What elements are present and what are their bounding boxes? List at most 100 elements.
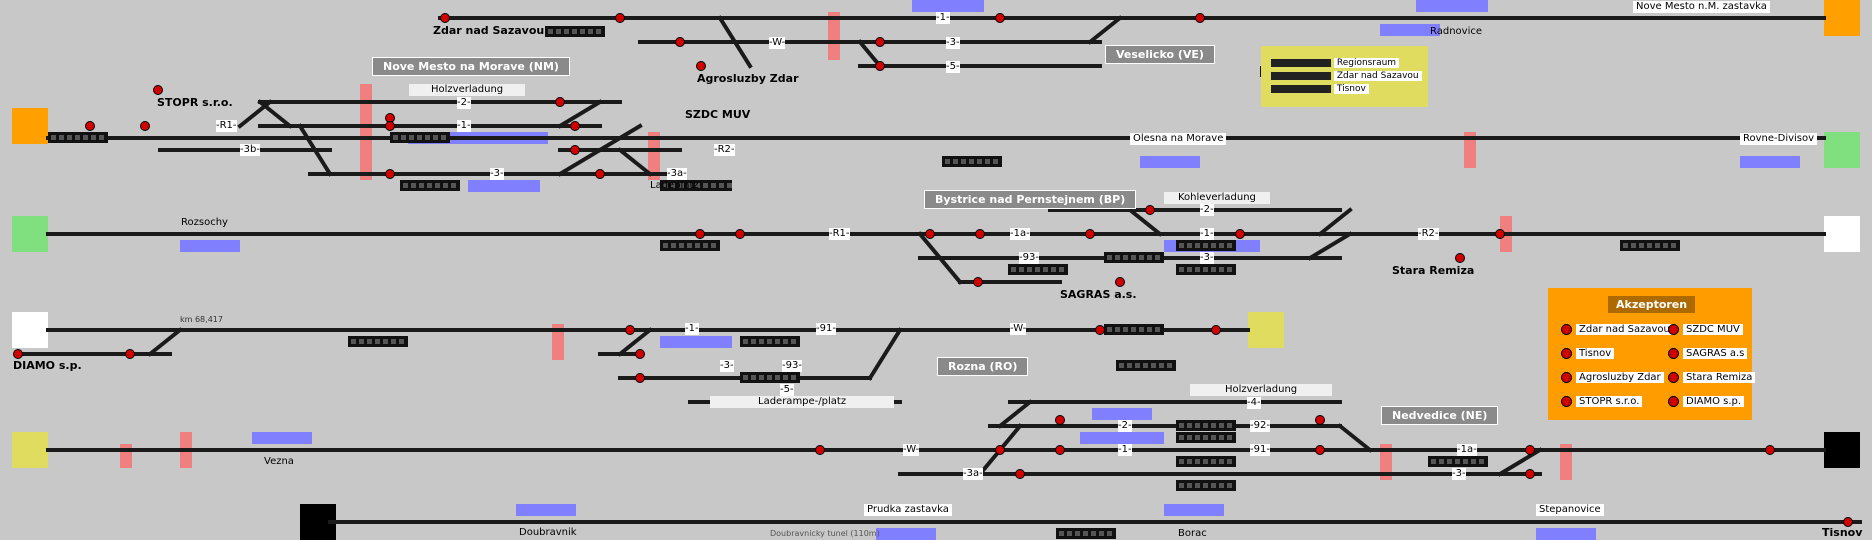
stop-borac: Borac [1178, 528, 1207, 539]
place-sagras[interactable]: SAGRAS a.s. [1060, 288, 1137, 301]
signal[interactable] [1525, 469, 1535, 479]
legend-row: Zdar nad Sazavou [1271, 71, 1422, 81]
signal[interactable] [440, 13, 450, 23]
signal[interactable] [595, 169, 605, 179]
signal[interactable] [555, 97, 565, 107]
signal[interactable] [1315, 415, 1325, 425]
train-number-digit [391, 339, 396, 344]
signal[interactable] [125, 349, 135, 359]
turnout [1497, 447, 1543, 477]
akzeptor-item[interactable]: Zdar nad Sazavou [1561, 324, 1673, 336]
track-label: -2- [1200, 204, 1214, 216]
signal[interactable] [570, 145, 580, 155]
signal[interactable] [675, 37, 685, 47]
train-number-digit [1219, 267, 1224, 272]
station-plate-nm[interactable]: Nove Mesto na Morave (NM) [372, 57, 570, 76]
turnout [917, 231, 963, 285]
track-label: -5- [946, 61, 960, 73]
akzeptoren-panel: Akzeptoren Zdar nad Sazavou Tisnov Agros… [1548, 288, 1756, 420]
exit-box [12, 432, 48, 468]
akzeptor-item[interactable]: DIAMO s.p. [1668, 396, 1745, 408]
exit-box [1824, 0, 1860, 36]
akzeptor-item[interactable]: SZDC MUV [1668, 324, 1743, 336]
signal[interactable] [995, 13, 1005, 23]
place-diamo[interactable]: DIAMO s.p. [13, 359, 82, 372]
train-number-digit [663, 183, 668, 188]
signal[interactable] [973, 277, 983, 287]
station-plate-ve[interactable]: Veselicko (VE) [1105, 45, 1215, 64]
place-zdar[interactable]: Zdar nad Sazavou [433, 24, 545, 37]
signal[interactable] [1315, 445, 1325, 455]
train-number-digit [425, 135, 430, 140]
train-number-digit [1115, 327, 1120, 332]
signal[interactable] [635, 349, 645, 359]
train-number-digit [1155, 327, 1160, 332]
signal[interactable] [975, 229, 985, 239]
signal[interactable] [385, 121, 395, 131]
signal[interactable] [1211, 325, 1221, 335]
train-number-digit [1139, 327, 1144, 332]
legend-row: Tisnov [1271, 84, 1369, 94]
turnout [997, 399, 1033, 429]
akzeptor-item[interactable]: Tisnov [1561, 348, 1615, 360]
signal[interactable] [735, 229, 745, 239]
exit-box [12, 216, 48, 252]
train-number-digit [1203, 459, 1208, 464]
signal[interactable] [1095, 325, 1105, 335]
signal[interactable] [570, 121, 580, 131]
place-agro[interactable]: Agrosluzby Zdar [697, 72, 799, 85]
signal[interactable] [1055, 415, 1065, 425]
signal[interactable] [875, 37, 885, 47]
signal[interactable] [1495, 229, 1505, 239]
signal[interactable] [1525, 445, 1535, 455]
track-label: -R1- [216, 120, 237, 132]
signal[interactable] [1085, 229, 1095, 239]
signal[interactable] [615, 13, 625, 23]
train-number-digit [719, 183, 724, 188]
signal[interactable] [1455, 253, 1465, 263]
signal[interactable] [1015, 469, 1025, 479]
track-label: -W- [903, 444, 920, 456]
signal[interactable] [625, 325, 635, 335]
signal[interactable] [695, 229, 705, 239]
train-number-digit [1219, 423, 1224, 428]
akzeptor-item[interactable]: Stara Remiza [1668, 372, 1756, 384]
signal[interactable] [1195, 13, 1205, 23]
train-number-digit [1227, 459, 1232, 464]
station-plate-ne[interactable]: Nedvedice (NE) [1381, 406, 1499, 425]
signal[interactable] [995, 445, 1005, 455]
signal[interactable] [140, 121, 150, 131]
train-number-digit [1219, 243, 1224, 248]
akzeptor-item[interactable]: STOPR s.r.o. [1561, 396, 1643, 408]
stop-stepanovice: Stepanovice [1536, 504, 1604, 516]
stop-prudka: Prudka zastavka [864, 504, 952, 516]
place-stopr[interactable]: STOPR s.r.o. [157, 96, 233, 109]
signal[interactable] [1055, 445, 1065, 455]
train-number-digit [1219, 483, 1224, 488]
station-plate-ro[interactable]: Rozna (RO) [937, 357, 1029, 376]
signal[interactable] [696, 61, 706, 71]
signal[interactable] [385, 169, 395, 179]
akzeptor-item[interactable]: Agrosluzby Zdar [1561, 372, 1664, 384]
train-number-digit [1075, 531, 1080, 536]
signal[interactable] [1145, 205, 1155, 215]
signal[interactable] [925, 229, 935, 239]
signal[interactable] [85, 121, 95, 131]
signal[interactable] [1115, 277, 1125, 287]
signal[interactable] [635, 373, 645, 383]
signal[interactable] [1765, 445, 1775, 455]
akzeptor-item[interactable]: SAGRAS a.s [1668, 348, 1748, 360]
signal[interactable] [815, 445, 825, 455]
signal[interactable] [1843, 517, 1853, 527]
place-szdc[interactable]: SZDC MUV [685, 108, 751, 121]
platform [876, 528, 936, 540]
signal[interactable] [1235, 229, 1245, 239]
place-stara[interactable]: Stara Remiza [1392, 264, 1475, 277]
track-label: -3- [1452, 468, 1466, 480]
train-number-digit [75, 135, 80, 140]
signal[interactable] [153, 85, 163, 95]
signal[interactable] [13, 349, 23, 359]
station-plate-bp[interactable]: Bystrice nad Pernstejnem (BP) [924, 190, 1137, 209]
signal[interactable] [875, 61, 885, 71]
